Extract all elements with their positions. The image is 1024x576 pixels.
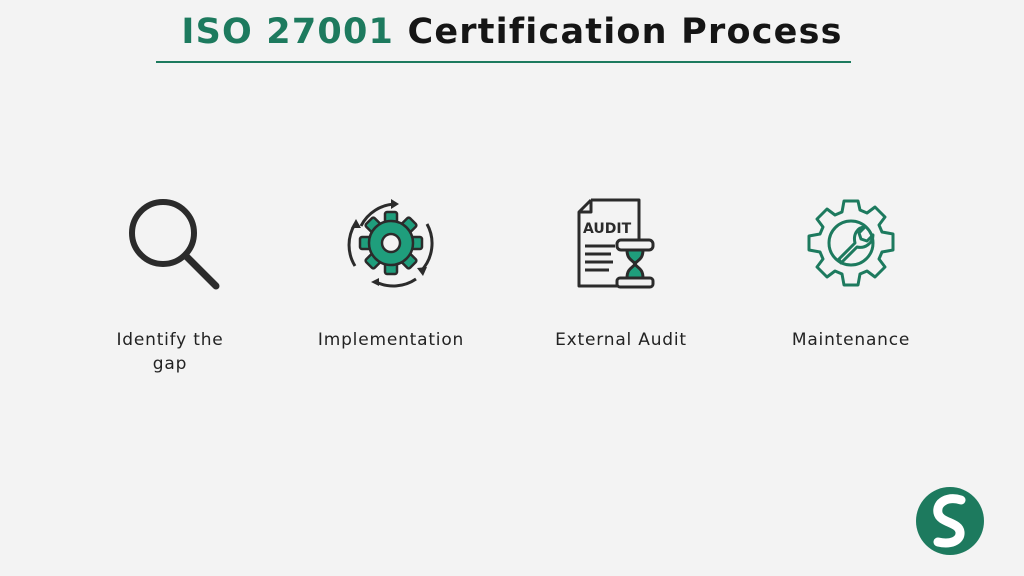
svg-text:AUDIT: AUDIT (583, 221, 632, 237)
s-logo-icon (916, 487, 984, 555)
step-identify-gap: Identify the gap (70, 196, 270, 376)
gear-cycle-icon (347, 199, 434, 288)
title-underline (156, 61, 851, 63)
audit-document-icon: AUDIT (577, 198, 655, 289)
step-label: Implementation (317, 330, 465, 350)
wrench-gear-icon (807, 199, 895, 287)
step-external-audit: AUDIT External Audit (521, 196, 721, 352)
step-label: External Audit (555, 330, 687, 350)
step-label: Identify the gap (116, 330, 224, 374)
title-accent: ISO 27001 (181, 12, 395, 52)
step-label: Maintenance (791, 330, 911, 350)
step-implementation: Implementation (291, 196, 491, 352)
magnifier-icon (129, 199, 220, 290)
step-maintenance: Maintenance (751, 196, 951, 352)
page-title: ISO 27001 Certification Process (0, 12, 1024, 52)
title-rest: Certification Process (407, 12, 843, 52)
